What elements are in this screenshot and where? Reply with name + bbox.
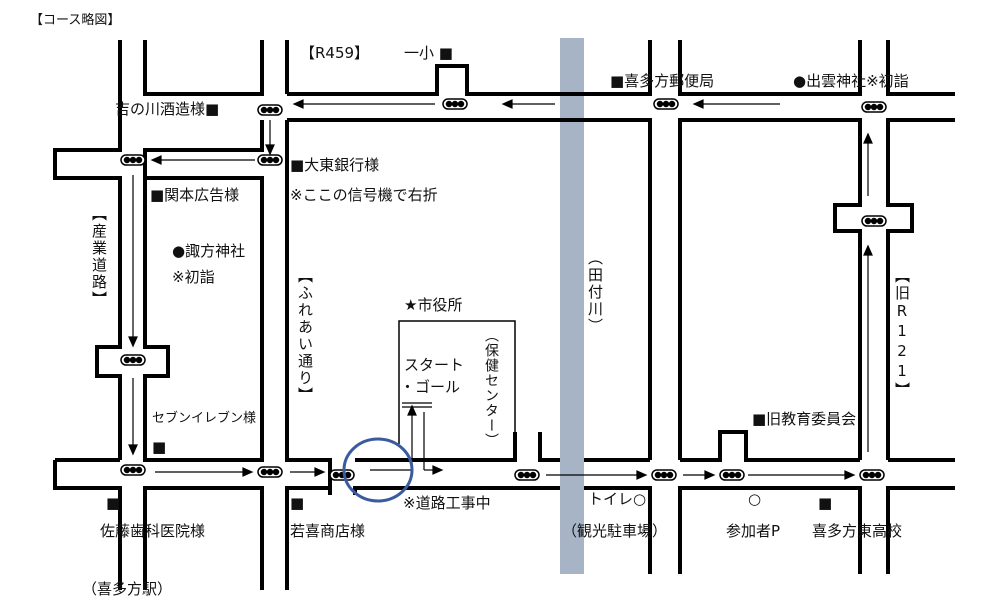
city-hall-outline (398, 320, 516, 444)
old-education-board-label: ■旧教育委員会 (752, 410, 857, 428)
yubinkyoku-label: ■喜多方郵便局 (610, 72, 715, 90)
tazuke-river (560, 38, 584, 574)
traffic-signal-icon (257, 104, 283, 116)
participant-parking-mark: ○ (748, 490, 762, 508)
road-work-highlight-circle (342, 437, 414, 503)
traffic-signal-icon (859, 469, 885, 481)
traffic-signal-icon (257, 466, 283, 478)
map-title: 【コース略図】 (30, 13, 121, 28)
traffic-signal-icon (120, 154, 146, 166)
traffic-signals (120, 98, 887, 481)
traffic-signal-icon (653, 98, 679, 110)
course-arrows (128, 99, 873, 480)
higashi-high-label: 喜多方東高校 (812, 522, 903, 540)
suwa-shrine-label: ●諏方神社 (172, 242, 246, 260)
suwa-note-label: ※初詣 (172, 268, 215, 286)
r459-label: 【R459】 (300, 44, 370, 62)
industrial-road-label: 【産業道路】 (90, 206, 108, 308)
traffic-signal-icon (120, 464, 146, 476)
sekimoto-ad-label: ■関本広告様 (150, 186, 240, 204)
traffic-signal-icon (861, 101, 887, 113)
toilet-label: トイレ○ (588, 490, 647, 508)
traffic-signal-icon (329, 469, 355, 481)
toho-bank-label: ■大東銀行様 (290, 156, 380, 174)
road-bottom-right (584, 486, 955, 574)
road-bottom (53, 458, 560, 590)
fureai-street-label: 【ふれあい通り】 (296, 268, 314, 404)
traffic-signal-icon (861, 215, 887, 227)
start-goal-label-2: ・ゴール (400, 378, 461, 396)
kitakata-station-label: （喜多方駅） (82, 580, 173, 598)
higashi-high-mark: ■ (818, 494, 833, 512)
seven-eleven-mark: ■ (152, 438, 167, 456)
daiichi-school-label: 一小 ■ (404, 44, 453, 62)
traffic-signal-icon (719, 469, 745, 481)
start-goal-label-1: スタート (404, 356, 465, 374)
old-r121-label: 【旧R121】 (893, 268, 911, 399)
river-label: （田付川） (586, 250, 604, 335)
participant-parking-label: 参加者P (726, 522, 781, 540)
traffic-signal-icon (442, 98, 468, 110)
road-fureai (53, 40, 264, 460)
traffic-signal-icon (514, 469, 540, 481)
traffic-signal-icon (651, 469, 677, 481)
wakaki-store-mark: ■ (290, 494, 305, 512)
sato-dental-mark: ■ (106, 494, 121, 512)
traffic-signal-icon (257, 154, 283, 166)
road-bottom-mid (355, 430, 955, 462)
traffic-signal-icon (120, 354, 146, 366)
city-hall-label: ★市役所 (404, 296, 463, 314)
wakaki-store-label: 若喜商店様 (290, 522, 366, 540)
kanko-parking-label: （観光駐車場） (562, 522, 668, 540)
izumo-shrine-label: ●出雲神社※初詣 (793, 72, 909, 90)
turn-note-label: ※ここの信号機で右折 (290, 186, 438, 204)
yoshinokawa-brewery-label: 吉の川酒造様■ (115, 100, 220, 118)
road-top-lower (287, 118, 955, 460)
health-center-label: （保健センター） (483, 328, 499, 448)
seven-eleven-label: セブンイレブン様 (152, 411, 257, 426)
sato-dental-label: 佐藤歯科医院様 (100, 522, 206, 540)
road-top (287, 40, 955, 96)
road-work-label: ※道路工事中 (403, 494, 491, 512)
